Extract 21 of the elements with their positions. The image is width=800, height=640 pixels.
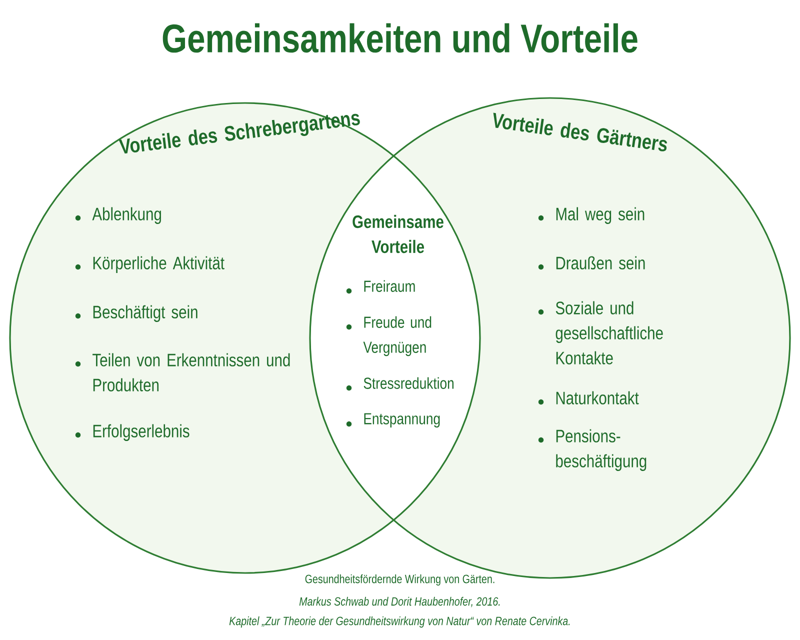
list-item: Körperliche Aktivität	[93, 256, 224, 273]
list-item: Erfolgserlebnis	[93, 424, 190, 441]
heading: Gemeinsame Vorteile	[352, 214, 444, 254]
list-item: Mal weg sein	[556, 207, 644, 224]
list-item: Freude und Vergnügen	[363, 316, 432, 356]
list-item: Stressreduktion	[364, 377, 454, 389]
heading: Vorteile des Gärtners	[493, 112, 667, 152]
caption: Gesundheitsfördernde Wirkung von Gärten.	[305, 574, 494, 586]
list-item: Freiraum	[364, 280, 415, 292]
list-item: Entspannung	[364, 413, 440, 428]
list-item: Draußen sein	[556, 256, 645, 270]
list-item: Pensions- beschäftigung	[556, 429, 646, 471]
heading: Vorteile des Schrebergartens	[118, 114, 360, 154]
title: Gemeinsamkeiten und Vorteile	[162, 23, 638, 53]
list-item: Ablenkung	[92, 207, 161, 224]
source-note: Kapitel „Zur Theorie der Gesundheitswirkung von Natur“ von Renate Cervinka.	[229, 616, 570, 628]
list-item: Beschäftigt sein	[93, 305, 198, 322]
list-item: Teilen von Erkenntnissen und Produkten	[92, 353, 290, 392]
list-item: Soziale und gesellschaftliche Kontakte	[556, 301, 663, 364]
source-note: Markus Schwab und Dorit Haubenhofer, 2016.	[299, 596, 500, 608]
list-item: Naturkontakt	[556, 391, 639, 404]
